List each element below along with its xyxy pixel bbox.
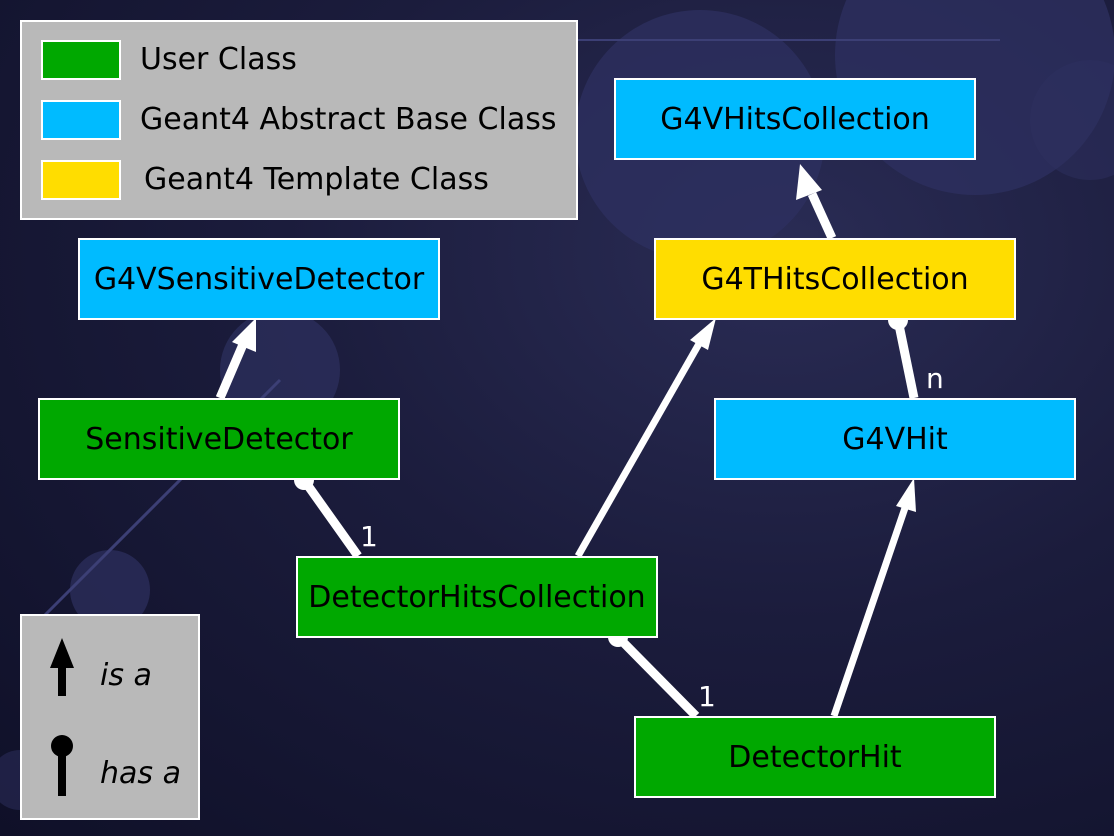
legend-swatch-template-class xyxy=(41,160,121,200)
is-a-arrow-dh-to-vhit xyxy=(830,478,916,718)
has-a-link-sd-dhc xyxy=(294,470,362,559)
multiplicity-sd-dhc: 1 xyxy=(360,520,378,553)
class-g4vsensitivedetector: G4VSensitiveDetector xyxy=(78,238,440,320)
is-a-label: is a xyxy=(100,658,152,693)
multiplicity-thc-vhit: n xyxy=(926,362,944,395)
class-g4thitscollection: G4THitsCollection xyxy=(654,238,1016,320)
is-a-arrow-sd-to-vsd xyxy=(215,318,256,400)
is-a-arrow-dhc-to-thc xyxy=(574,318,716,558)
class-g4vhitscollection: G4VHitsCollection xyxy=(614,78,976,160)
has-a-dot-icon xyxy=(51,735,73,796)
has-a-link-dhc-dh xyxy=(608,627,700,720)
is-a-arrow-icon xyxy=(50,638,74,696)
has-a-label: has a xyxy=(100,756,181,791)
legend-label-abstract-base-class: Geant4 Abstract Base Class xyxy=(140,102,557,137)
legend-label-user-class: User Class xyxy=(140,42,297,77)
multiplicity-dhc-dh: 1 xyxy=(698,680,716,713)
has-a-link-thc-vhit xyxy=(888,310,919,399)
legend-swatch-abstract-base-class xyxy=(41,100,121,140)
legend-swatch-user-class xyxy=(41,40,121,80)
class-g4vhit: G4VHit xyxy=(714,398,1076,480)
class-detectorhit: DetectorHit xyxy=(634,716,996,798)
class-sensitivedetector: SensitiveDetector xyxy=(38,398,400,480)
is-a-arrow-thc-to-vhc xyxy=(796,164,837,240)
legend-panel: User Class Geant4 Abstract Base Class Ge… xyxy=(20,20,578,220)
legend-label-template-class: Geant4 Template Class xyxy=(144,162,489,197)
class-detectorhitscollection: DetectorHitsCollection xyxy=(296,556,658,638)
relation-key-panel: is a has a xyxy=(20,614,200,820)
